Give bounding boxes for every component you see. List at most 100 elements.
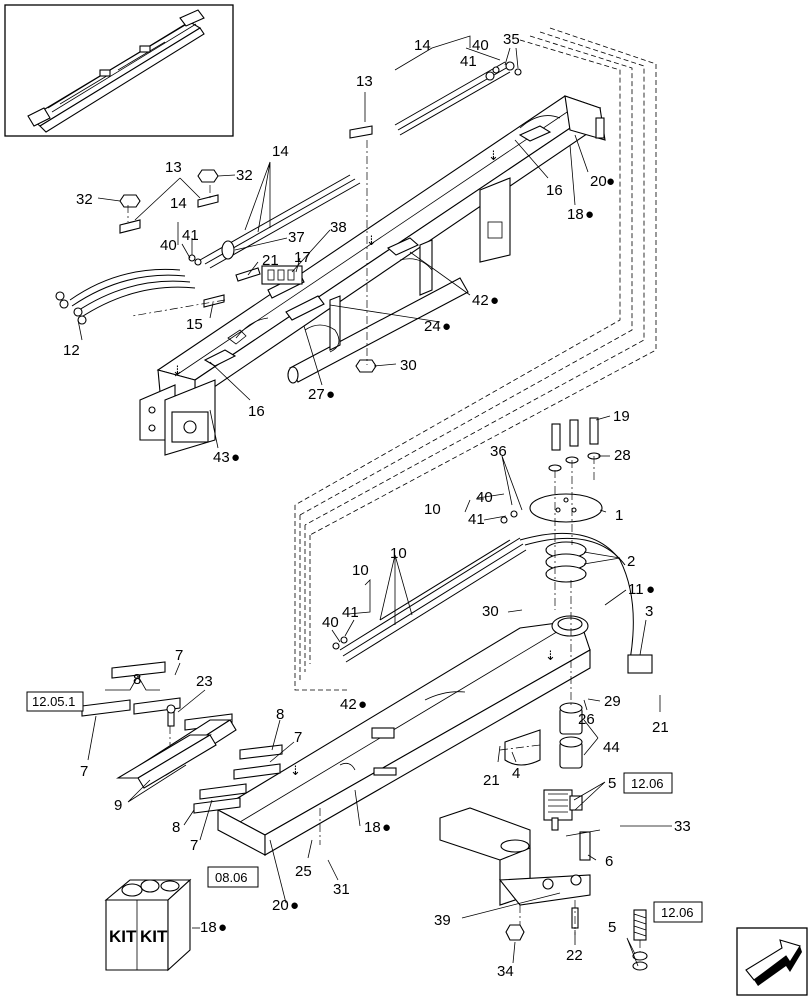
callout-27: 27	[308, 386, 325, 403]
callout-41: 41	[182, 227, 199, 244]
callout-11: 11	[628, 581, 644, 598]
callout-35: 35	[503, 31, 520, 48]
overview-thumbnail	[4, 4, 234, 137]
callout-31: 31	[333, 881, 350, 898]
leader-lines	[77, 35, 672, 967]
callout-25: 25	[295, 863, 312, 880]
callout-18: 18	[200, 919, 217, 936]
callout-1: 1	[615, 507, 623, 524]
callout-20: 20	[272, 897, 289, 914]
callout-5: 5	[608, 775, 616, 792]
section-ref-08-06[interactable]: 08.06	[207, 866, 259, 888]
callout-7: 7	[190, 837, 198, 854]
callout-22: 22	[566, 947, 583, 964]
section-ref-12-05-1[interactable]: 12.05.1	[26, 691, 84, 712]
callout-30: 30	[482, 603, 499, 620]
callout-8: 8	[172, 819, 180, 836]
callout-21: 21	[483, 772, 500, 789]
callout-9: 9	[114, 797, 122, 814]
callout-26: 26	[578, 711, 595, 728]
callout-41: 41	[468, 511, 485, 528]
callout-44: 44	[603, 739, 620, 756]
callout-16: 16	[248, 403, 265, 420]
callout-21: 21	[652, 719, 669, 736]
pivot-hardware	[529, 417, 603, 583]
upper-boom-assembly: ⇣ ⇣ ⇣	[139, 95, 606, 456]
ref-text-12-06-top: 12.06	[631, 776, 664, 791]
phantom-outlines	[294, 27, 657, 691]
callout-40: 40	[322, 614, 339, 631]
callout-23: 23	[196, 673, 213, 690]
callout-16: 16	[546, 182, 563, 199]
svg-text:⇣: ⇣	[545, 648, 556, 663]
callout-13: 13	[356, 73, 373, 90]
callout-43: 43	[213, 449, 230, 466]
callout-40: 40	[160, 237, 177, 254]
callout-42: 42	[472, 292, 489, 309]
callout-34: 34	[497, 963, 514, 980]
callout-39: 39	[434, 912, 451, 929]
kit-label-2: KIT	[140, 927, 168, 946]
callout-15: 15	[186, 316, 203, 333]
section-ref-12-06-top[interactable]: 12.06	[623, 772, 673, 794]
callout-17: 17	[294, 249, 311, 266]
callout-12: 12	[63, 342, 80, 359]
callout-32: 32	[76, 191, 93, 208]
callout-6: 6	[605, 853, 613, 870]
callout-32: 32	[236, 167, 253, 184]
bullet-marker: ●	[358, 696, 367, 713]
bullet-marker: ●	[646, 581, 655, 598]
kit-bullets: ● ● ● ● ● ● ● ● ● ● ●	[218, 173, 655, 936]
callout-36: 36	[490, 443, 507, 460]
bullet-marker: ●	[231, 449, 240, 466]
callout-33: 33	[674, 818, 691, 835]
bullet-marker: ●	[382, 819, 391, 836]
section-ref-12-06-bottom[interactable]: 12.06	[653, 901, 703, 923]
svg-text:⇣: ⇣	[488, 148, 499, 163]
svg-text:⇣: ⇣	[172, 363, 183, 378]
callout-41: 41	[342, 604, 359, 621]
callout-3: 3	[645, 603, 653, 620]
next-page-arrow-button[interactable]	[736, 927, 808, 996]
bullet-marker: ●	[218, 919, 227, 936]
callout-labels: 14 40 41 35 13 14 13 32 32 14 41 40 37 3…	[63, 31, 691, 980]
wear-pads	[81, 661, 283, 814]
centerlines	[127, 140, 641, 952]
callout-7: 7	[80, 763, 88, 780]
callout-10: 10	[390, 545, 407, 562]
callout-28: 28	[614, 447, 631, 464]
callout-20: 20	[590, 173, 607, 190]
callout-4: 4	[512, 765, 520, 782]
upper-hose-group	[55, 61, 522, 373]
callout-37: 37	[288, 229, 305, 246]
callout-24: 24	[424, 318, 441, 335]
callout-29: 29	[604, 693, 621, 710]
callout-18: 18	[364, 819, 381, 836]
callout-13: 13	[165, 159, 182, 176]
reference-boxes: 12.05.1 12.06 08.06 12.06	[26, 691, 703, 923]
callout-38: 38	[330, 219, 347, 236]
ref-text-08-06: 08.06	[215, 870, 248, 885]
callout-19: 19	[613, 408, 630, 425]
callout-8: 8	[133, 671, 141, 688]
callout-14: 14	[272, 143, 289, 160]
bullet-marker: ●	[326, 386, 335, 403]
kit-label-1: KIT	[109, 927, 137, 946]
bullet-marker: ●	[490, 292, 499, 309]
callout-30: 30	[400, 357, 417, 374]
callout-2: 2	[627, 553, 635, 570]
pivot-bracket-assembly	[439, 789, 648, 971]
bullet-marker: ●	[606, 173, 615, 190]
bullet-marker: ●	[442, 318, 451, 335]
callout-41: 41	[460, 53, 477, 70]
ref-text-12-06-bottom: 12.06	[661, 905, 694, 920]
callout-14: 14	[170, 195, 187, 212]
bullet-marker: ●	[585, 206, 594, 223]
bullet-marker: ●	[290, 897, 299, 914]
kit-box-icon: KIT KIT	[104, 878, 192, 972]
callout-8: 8	[276, 706, 284, 723]
callout-18: 18	[567, 206, 584, 223]
callout-40: 40	[472, 37, 489, 54]
